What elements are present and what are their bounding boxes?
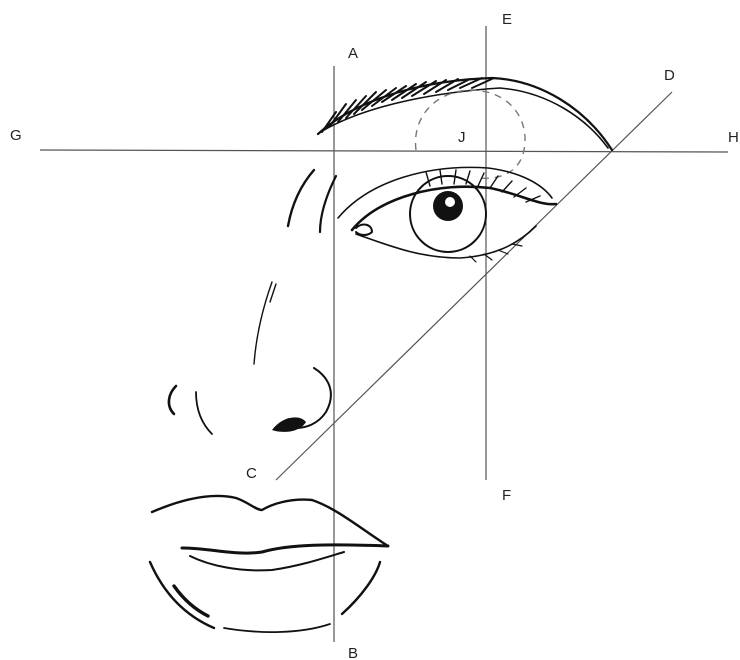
nose [169, 368, 331, 434]
label-j: J [458, 129, 466, 146]
nostril [272, 417, 306, 432]
guide-lines [40, 26, 728, 642]
lips [150, 496, 388, 632]
label-h: H [728, 129, 739, 146]
eye [338, 167, 556, 262]
label-f: F [502, 487, 511, 504]
label-e: E [502, 11, 512, 28]
guide-line-gh [40, 150, 728, 152]
label-a: A [348, 45, 358, 62]
socket-dashed-circle [415, 90, 525, 178]
label-b: B [348, 645, 358, 660]
label-d: D [664, 67, 675, 84]
face-contours [254, 170, 336, 364]
pupil-highlight [445, 197, 455, 207]
label-c: C [246, 465, 257, 482]
label-g: G [10, 127, 22, 144]
